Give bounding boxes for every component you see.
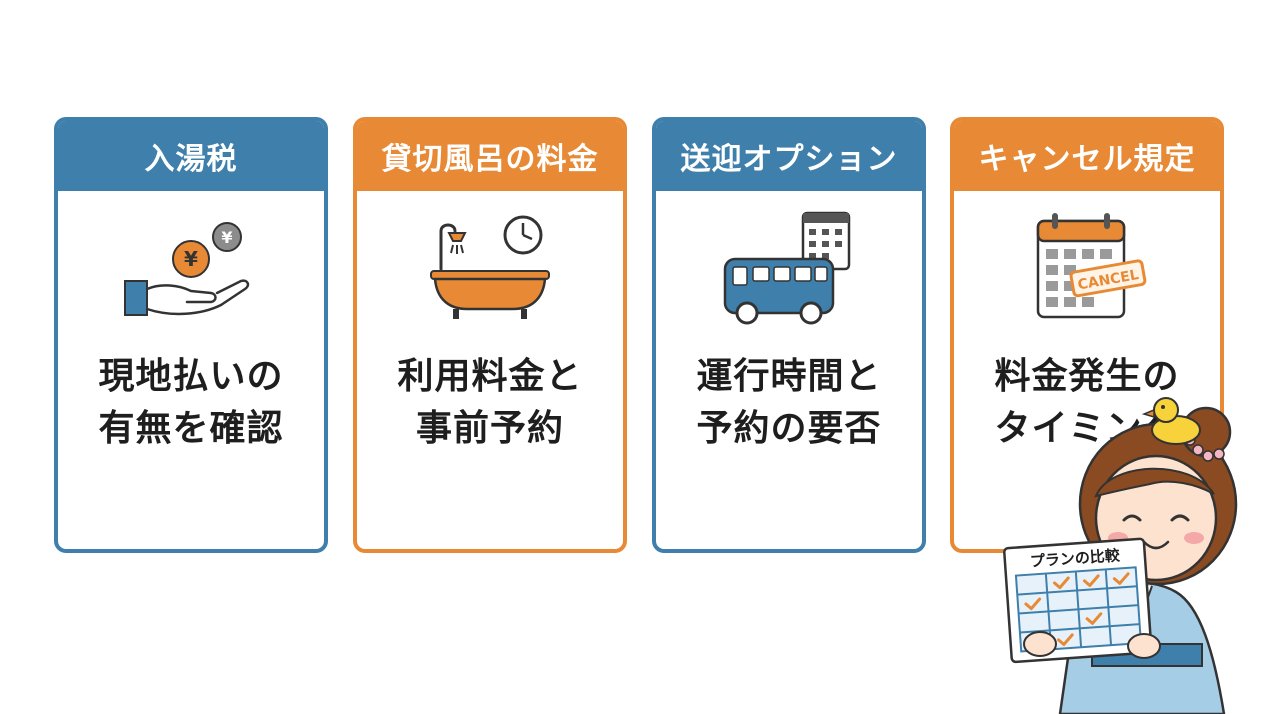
card-private-bath-fee: 貸切風呂の料金 利用料金と 事前予約: [353, 117, 627, 553]
card-shuttle-option: 送迎オプション 運行時間と 予約の要否: [652, 117, 926, 553]
card-header: キャンセル規定: [954, 121, 1220, 191]
calendar-cancel-icon: CANCEL: [1036, 213, 1147, 319]
card-line-1: 料金発生の: [994, 356, 1180, 397]
girl-in-yukata-with-duck-icon: プランの比較: [1003, 397, 1238, 714]
card-line-1: 運行時間と: [696, 356, 882, 397]
card-bathing-tax: 入湯税 ¥ ¥ 現地払いの 有無を確認: [54, 117, 328, 553]
card-line-2: 事前予約: [415, 408, 564, 449]
bathtub-clock-icon: [430, 215, 550, 319]
svg-text:¥: ¥: [221, 228, 232, 247]
card-header: 送迎オプション: [656, 121, 922, 191]
card-line-1: 利用料金と: [397, 356, 583, 397]
svg-text:¥: ¥: [184, 247, 198, 271]
card-header: 貸切風呂の料金: [357, 121, 623, 191]
card-line-2: 有無を確認: [98, 408, 284, 449]
card-header: 入湯税: [58, 121, 324, 191]
card-line-2: 予約の要否: [696, 408, 882, 449]
hand-yen-coins-icon: ¥ ¥: [124, 222, 250, 316]
bus-calendar-icon: [723, 211, 851, 325]
card-line-1: 現地払いの: [98, 356, 284, 397]
